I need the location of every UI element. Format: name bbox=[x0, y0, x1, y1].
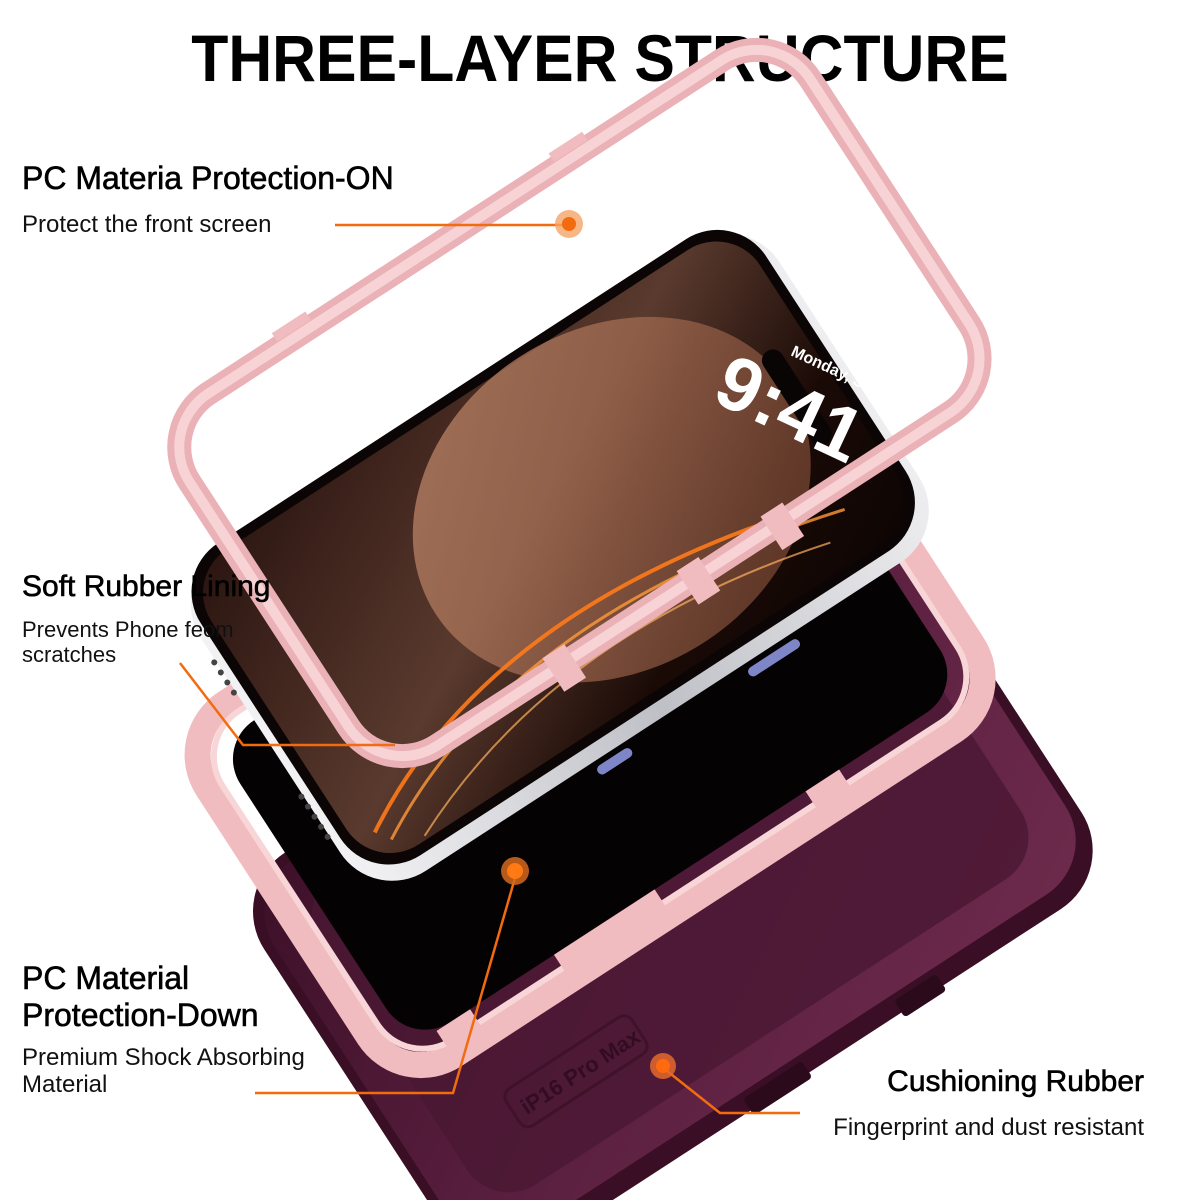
callout-rubber-lining: Soft Rubber Lining Prevents Phone feom s… bbox=[22, 570, 272, 667]
callout-description: Prevents Phone feom scratches bbox=[22, 616, 234, 667]
callout-heading: PC Materia Protection-ON bbox=[22, 160, 394, 197]
callout-cushioning: Cushioning Rubber Fingerprint and dust r… bbox=[833, 1065, 1144, 1141]
callout-heading-line2: Protection-Down bbox=[22, 996, 259, 1033]
page-title: THREE-LAYER STRUCTURE bbox=[191, 21, 1009, 95]
callout-description: Fingerprint and dust resistant bbox=[833, 1113, 1144, 1141]
callout-lines bbox=[179, 223, 800, 1115]
top-frame-layer bbox=[167, 37, 992, 769]
callout-dots bbox=[501, 210, 676, 1079]
callout-bottom-shell: PC Material Protection-Down Premium Shoc… bbox=[22, 960, 352, 1099]
callout-top-frame: PC Materia Protection-ON Protect the fro… bbox=[22, 160, 394, 238]
callout-heading-line1: PC Material bbox=[22, 960, 190, 997]
callout-description: Premium Shock Absorbing Material bbox=[22, 1043, 305, 1099]
callout-heading: Cushioning Rubber bbox=[887, 1065, 1144, 1099]
callout-description: Protect the front screen bbox=[22, 210, 272, 238]
callout-heading: Soft Rubber Lining bbox=[22, 570, 271, 604]
phone bbox=[190, 229, 929, 881]
